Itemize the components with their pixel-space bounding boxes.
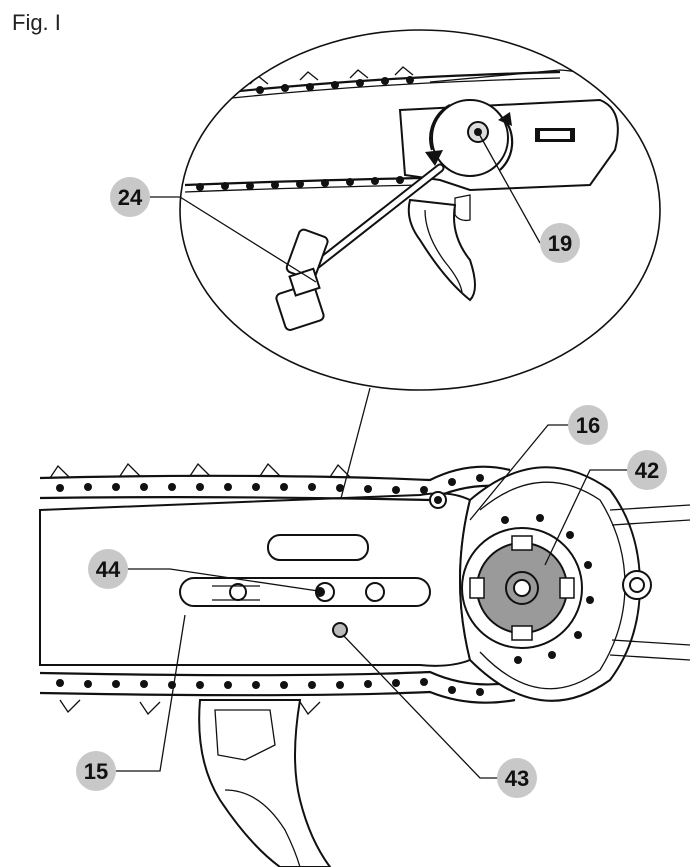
- callout-24: 24: [110, 177, 150, 217]
- callout-42: 42: [627, 450, 667, 490]
- detail-hand-guard: [407, 198, 476, 302]
- callout-19: 19: [540, 223, 580, 263]
- detail-chain-bottom: [184, 176, 421, 193]
- leader-16: [469, 424, 569, 521]
- bar-top-slot: [267, 534, 369, 561]
- hand-guard: [198, 699, 332, 867]
- bar-bolt: [332, 622, 348, 638]
- callout-15-label: 15: [84, 759, 108, 784]
- leader-19: [477, 131, 541, 244]
- callout-43-label: 43: [505, 766, 529, 791]
- bar-slot: [179, 577, 431, 607]
- sprocket: [461, 527, 583, 649]
- main-chain-bottom: [39, 670, 516, 716]
- callout-44-label: 44: [96, 557, 121, 582]
- callout-15: 15: [76, 751, 116, 791]
- main-view: [39, 462, 691, 867]
- callout-16-label: 16: [576, 413, 600, 438]
- figure-title: Fig. I: [12, 10, 61, 35]
- callout-24-label: 24: [118, 185, 143, 210]
- callout-19-label: 19: [548, 231, 572, 256]
- callout-42-label: 42: [635, 458, 659, 483]
- leader-44: [127, 568, 326, 593]
- sprocket-chain: [501, 514, 594, 664]
- leader-lines: [115, 131, 628, 779]
- main-chain-top: [39, 462, 516, 502]
- socket-wrench-icon: [275, 163, 445, 331]
- leader-43: [342, 634, 498, 779]
- leader-42: [544, 469, 628, 566]
- callout-16: 16: [568, 405, 608, 445]
- leader-24: [148, 196, 317, 283]
- callout-43: 43: [497, 758, 537, 798]
- leader-15: [115, 614, 186, 772]
- magnified-detail: [179, 29, 661, 391]
- callout-44: 44: [88, 549, 128, 589]
